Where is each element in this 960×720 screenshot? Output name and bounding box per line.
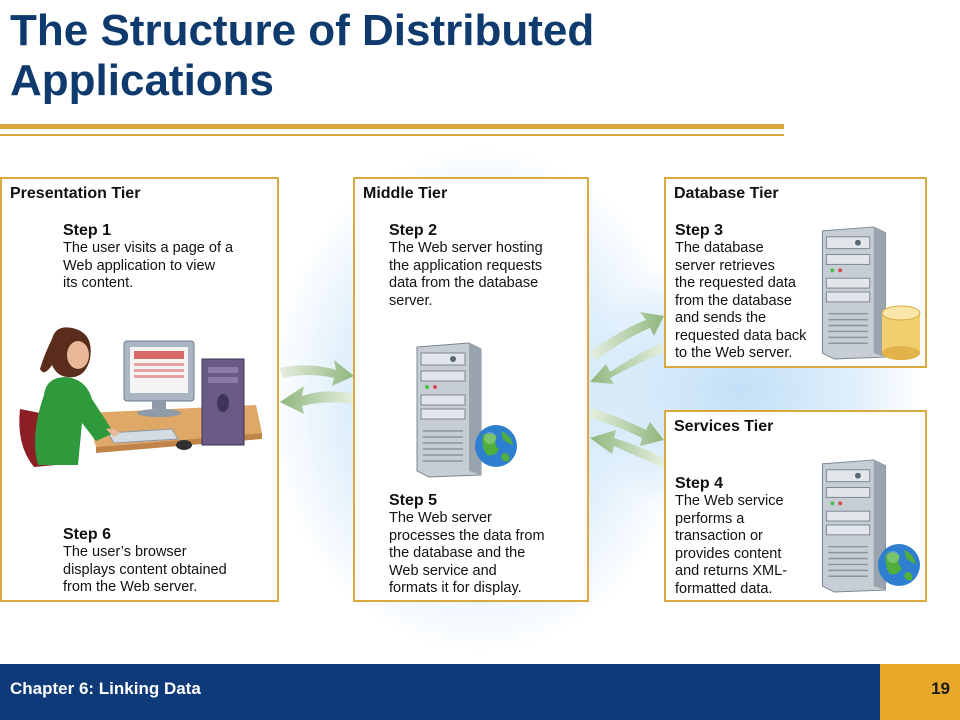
step-2-title: Step 2 [389,222,438,239]
arrow-icon [590,342,664,384]
connection-arrows [280,312,664,468]
presentation-tier-box: Presentation Tier Step 1 The user visits… [0,177,279,602]
step-1-text: The user visits a page of a Web applicat… [63,240,234,291]
step-1-title: Step 1 [63,222,112,239]
middle-tier-title: Middle Tier [363,185,448,202]
user-at-computer-illustration [19,327,262,467]
footer-page-box: 19 [880,664,960,720]
title-rule-thick [0,124,784,129]
step-3: Step 3 The database server retrieves the… [675,221,825,363]
middle-tier-box: Middle Tier Step 2 The Web server hostin… [353,177,589,602]
footer-bar: Chapter 6: Linking Data [0,664,880,720]
step-5: Step 5 The Web server processes the data… [389,491,585,598]
services-tier-title: Services Tier [674,418,774,435]
globe-icon [878,544,920,586]
database-cylinder-icon [881,305,921,360]
page-number: 19 [931,679,950,698]
step-4-title: Step 4 [675,475,724,492]
step-3-title: Step 3 [675,222,724,239]
step-5-title: Step 5 [389,492,438,509]
step-2-text: The Web server hosting the application r… [389,240,543,309]
server-icon [821,459,887,593]
arrow-icon [280,360,354,386]
step-6-text: The user’s browser displays content obta… [63,544,227,595]
database-tier-title: Database Tier [674,185,779,202]
arrow-icon [280,386,354,414]
database-tier-box: Database Tier Step 3 The database server… [664,177,927,368]
step-4: Step 4 The Web service performs a transa… [675,474,825,598]
step-6: Step 6 The user’s browser displays conte… [63,525,273,597]
step-4-text: The Web service performs a transaction o… [675,493,788,597]
globe-icon [475,425,517,467]
arrow-icon [590,430,664,468]
step-6-title: Step 6 [63,526,112,543]
step-2: Step 2 The Web server hosting the applic… [389,221,585,310]
footer-chapter-label: Chapter 6: Linking Data [10,679,201,698]
arrow-icon [590,312,664,360]
title-rule-thin [0,134,784,136]
step-3-text: The database server retrieves the reques… [675,240,807,361]
presentation-tier-title: Presentation Tier [10,185,141,202]
step-1: Step 1 The user visits a page of a Web a… [63,221,273,293]
slide-title: The Structure of Distributed Application… [10,6,595,105]
services-tier-box: Services Tier Step 4 The Web service per… [664,410,927,602]
step-5-text: The Web server processes the data from t… [389,510,545,596]
arrow-icon [590,408,664,446]
